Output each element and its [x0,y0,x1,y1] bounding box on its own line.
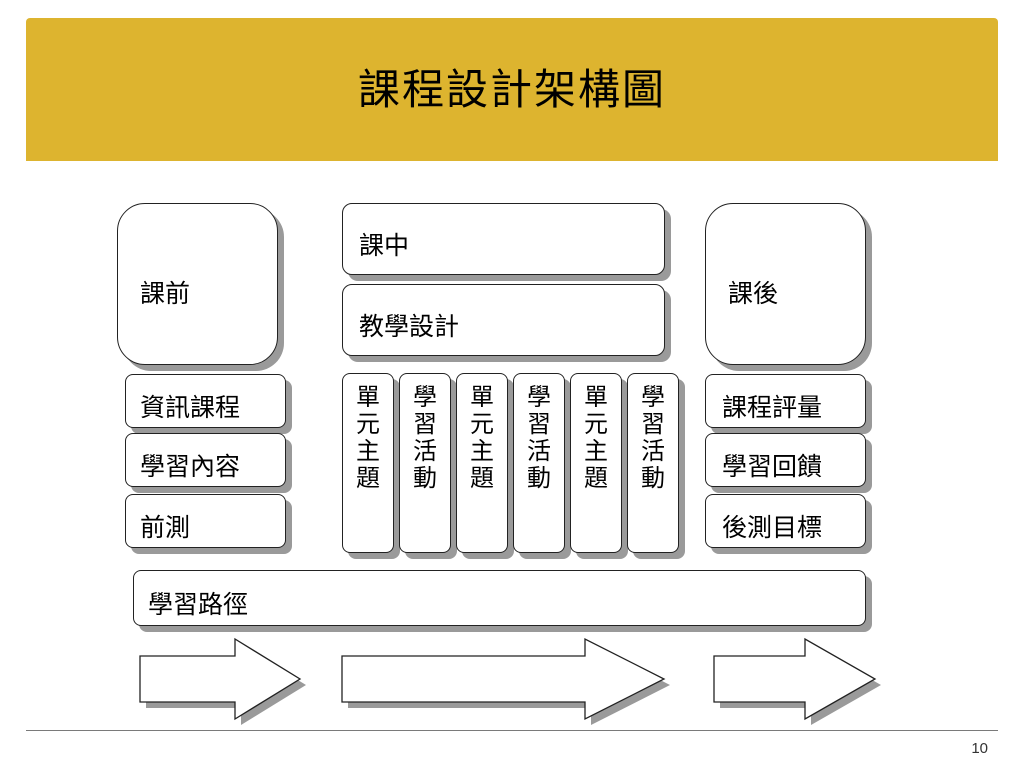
teaching-design-box: 教學設計 [342,284,665,356]
unit-theme-column: 單元主題 [342,373,394,553]
after-class-box: 課後 [705,203,866,365]
page-number: 10 [971,740,988,757]
during-class-label: 課中 [359,231,410,260]
before-item-box: 學習內容 [125,433,286,487]
learning-activity-column: 學習活動 [627,373,679,553]
learning-path-label: 學習路徑 [148,590,249,619]
after-item-label: 後測目標 [722,513,823,542]
learning-activity-text: 學習活動 [527,383,551,492]
learning-path-bar: 學習路徑 [133,570,866,626]
before-item-box: 資訊課程 [125,374,286,428]
learning-activity-text: 學習活動 [413,383,437,492]
unit-theme-text: 單元主題 [356,383,380,492]
before-item-label: 資訊課程 [140,393,241,422]
after-class-label: 課後 [728,279,779,308]
after-item-box: 課程評量 [705,374,866,428]
unit-theme-text: 單元主題 [470,383,494,492]
after-item-label: 課程評量 [722,393,823,422]
before-class-box: 課前 [117,203,278,365]
teaching-design-label: 教學設計 [359,312,460,341]
slide-header: 課程設計架構圖 [26,18,998,161]
after-item-box: 學習回饋 [705,433,866,487]
arrow-right-icon [713,637,881,725]
learning-activity-column: 學習活動 [513,373,565,553]
before-item-label: 學習內容 [140,452,241,481]
unit-theme-text: 單元主題 [584,383,608,492]
before-class-label: 課前 [140,279,191,308]
during-class-box: 課中 [342,203,665,275]
arrow-right-icon [341,637,670,725]
before-item-label: 前測 [140,513,191,542]
learning-activity-text: 學習活動 [641,383,665,492]
learning-activity-column: 學習活動 [399,373,451,553]
after-item-box: 後測目標 [705,494,866,548]
slide-title: 課程設計架構圖 [357,65,666,114]
unit-theme-column: 單元主題 [570,373,622,553]
after-item-label: 學習回饋 [722,452,823,481]
unit-theme-column: 單元主題 [456,373,508,553]
arrow-right-icon [139,637,306,725]
footer-divider [26,730,998,731]
before-item-box: 前測 [125,494,286,548]
